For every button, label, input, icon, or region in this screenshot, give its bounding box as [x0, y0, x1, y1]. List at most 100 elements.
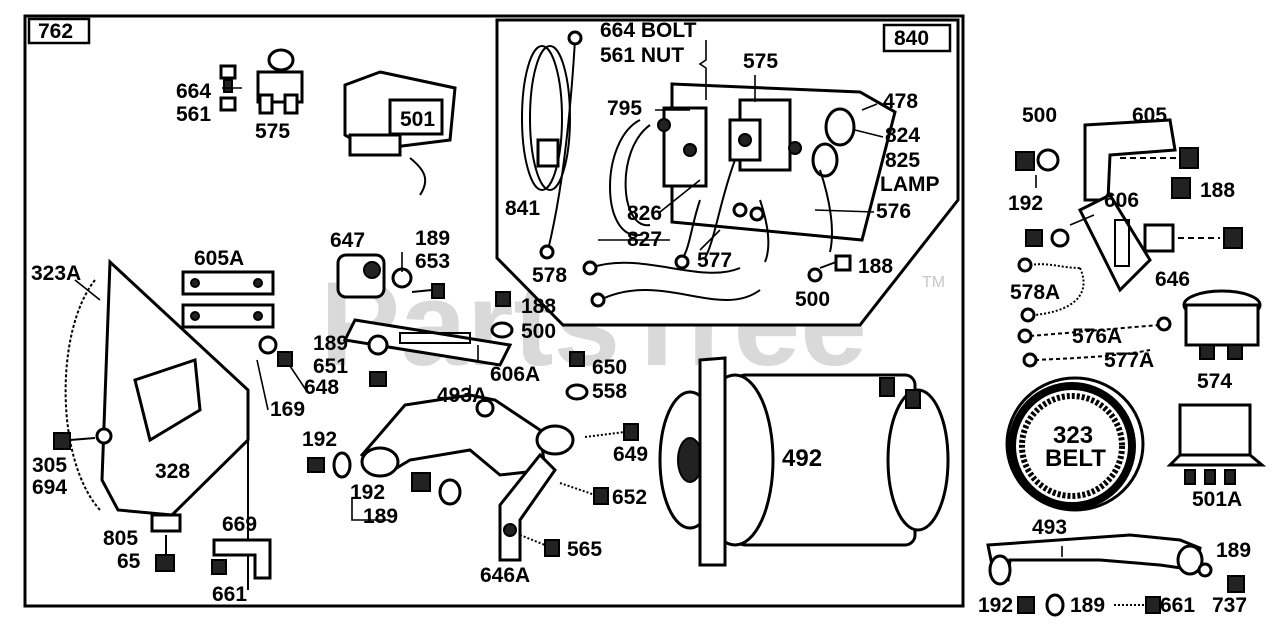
bracket-805-65 [150, 513, 182, 572]
label-192-b: 192 [350, 481, 385, 504]
plates-605a [181, 270, 275, 329]
leader-lines [74, 87, 1095, 557]
label-189-a: 189 [415, 227, 450, 250]
label-649: 649 [613, 443, 648, 466]
bolts-189-651-648 [258, 291, 589, 401]
label-574: 574 [1197, 370, 1232, 393]
label-500-inset: 500 [795, 288, 830, 311]
label-664: 664 [176, 80, 211, 103]
bolt-664-561 [219, 64, 237, 112]
label-561: 561 [176, 103, 211, 126]
inset-label: 840 [894, 27, 929, 50]
main-frame [23, 14, 965, 608]
label-305: 305 [32, 454, 67, 477]
slot-plate-606a [342, 318, 513, 367]
label-669: 669 [222, 513, 257, 536]
label-323: 323 [1053, 422, 1093, 449]
label-188-r: 188 [1200, 179, 1235, 202]
label-492: 492 [782, 445, 822, 472]
label-694: 694 [32, 476, 67, 499]
bracket-647 [336, 253, 386, 299]
label-577a: 577A [1104, 349, 1154, 372]
label-652: 652 [612, 486, 647, 509]
belt-guard-328 [64, 258, 250, 590]
label-188-inset: 188 [858, 255, 893, 278]
label-189-bottom: 189 [1070, 594, 1105, 617]
label-478: 478 [883, 90, 918, 113]
wires-578a-576a-577a [1017, 257, 1172, 368]
label-169: 169 [270, 398, 305, 421]
belt-323 [1005, 376, 1145, 512]
bolts-649-652-565 [519, 423, 639, 557]
inset-wiring [582, 119, 833, 308]
label-493: 493 [1032, 516, 1067, 539]
label-500-r: 500 [1022, 104, 1057, 127]
label-606: 606 [1104, 189, 1139, 212]
solenoid-575 [256, 48, 304, 115]
label-493a: 493A [437, 384, 487, 407]
label-lamp: LAMP [880, 173, 940, 196]
label-192-a: 192 [302, 428, 337, 451]
inset-bolt-washer [807, 254, 852, 283]
label-576a: 576A [1072, 325, 1122, 348]
label-578: 578 [532, 264, 567, 287]
label-561-nut: 561 NUT [600, 44, 684, 67]
label-824: 824 [885, 124, 920, 147]
label-661-bottom: 661 [1160, 594, 1195, 617]
frame-label: 762 [38, 20, 73, 43]
label-605: 605 [1132, 104, 1167, 127]
label-664-bolt: 664 BOLT [600, 19, 697, 42]
label-805: 805 [103, 527, 138, 550]
solenoid-575-inset [728, 98, 802, 172]
label-575: 575 [255, 120, 290, 143]
label-826: 826 [627, 202, 662, 225]
label-795: 795 [607, 97, 642, 120]
label-192-bottom: 192 [978, 594, 1013, 617]
bracket-646a [498, 452, 557, 562]
label-605a: 605A [194, 247, 244, 270]
label-576: 576 [876, 200, 911, 223]
regulator-501a [1166, 403, 1267, 485]
label-501: 501 [400, 108, 435, 131]
label-577: 577 [697, 249, 732, 272]
trademark: TM [922, 274, 945, 291]
label-192-r: 192 [1008, 192, 1043, 215]
bracket-493 [986, 533, 1245, 617]
label-737: 737 [1212, 594, 1247, 617]
label-565: 565 [567, 538, 602, 561]
bracket-493a [359, 393, 575, 478]
inset-leaders [598, 40, 884, 251]
brackets-605-606 [1015, 118, 1243, 293]
label-189-r: 189 [1216, 539, 1251, 562]
label-841: 841 [505, 197, 540, 220]
lamp-socket [811, 107, 856, 178]
label-558: 558 [592, 380, 627, 403]
ground-wire [539, 30, 583, 260]
label-575-inset: 575 [743, 50, 778, 73]
washers-192-189 [307, 451, 462, 506]
label-606a: 606A [490, 363, 540, 386]
label-661: 661 [212, 583, 247, 606]
hose-clamp-841 [521, 45, 571, 191]
label-189-c: 189 [363, 505, 398, 528]
label-653: 653 [415, 250, 450, 273]
cutout-relay-795 [657, 106, 708, 188]
label-646a: 646A [480, 564, 530, 587]
bracket-669-661 [211, 538, 272, 580]
label-65: 65 [117, 550, 141, 573]
inset-label-box [882, 23, 952, 53]
label-650: 650 [592, 356, 627, 379]
label-500-a: 500 [521, 320, 556, 343]
label-189-b: 189 [313, 332, 348, 355]
label-647: 647 [330, 229, 365, 252]
label-501a: 501A [1192, 488, 1242, 511]
regulator-501 [343, 70, 457, 196]
bolt-305-694 [53, 427, 113, 450]
label-188-a: 188 [521, 295, 556, 318]
frame-label-box [27, 17, 91, 45]
generator-492 [658, 356, 950, 567]
label-827: 827 [627, 228, 662, 251]
label-belt: BELT [1045, 445, 1106, 472]
part-labels: 664 BOLT 561 NUT 575 478 795 824 825 LAM… [31, 19, 1251, 617]
